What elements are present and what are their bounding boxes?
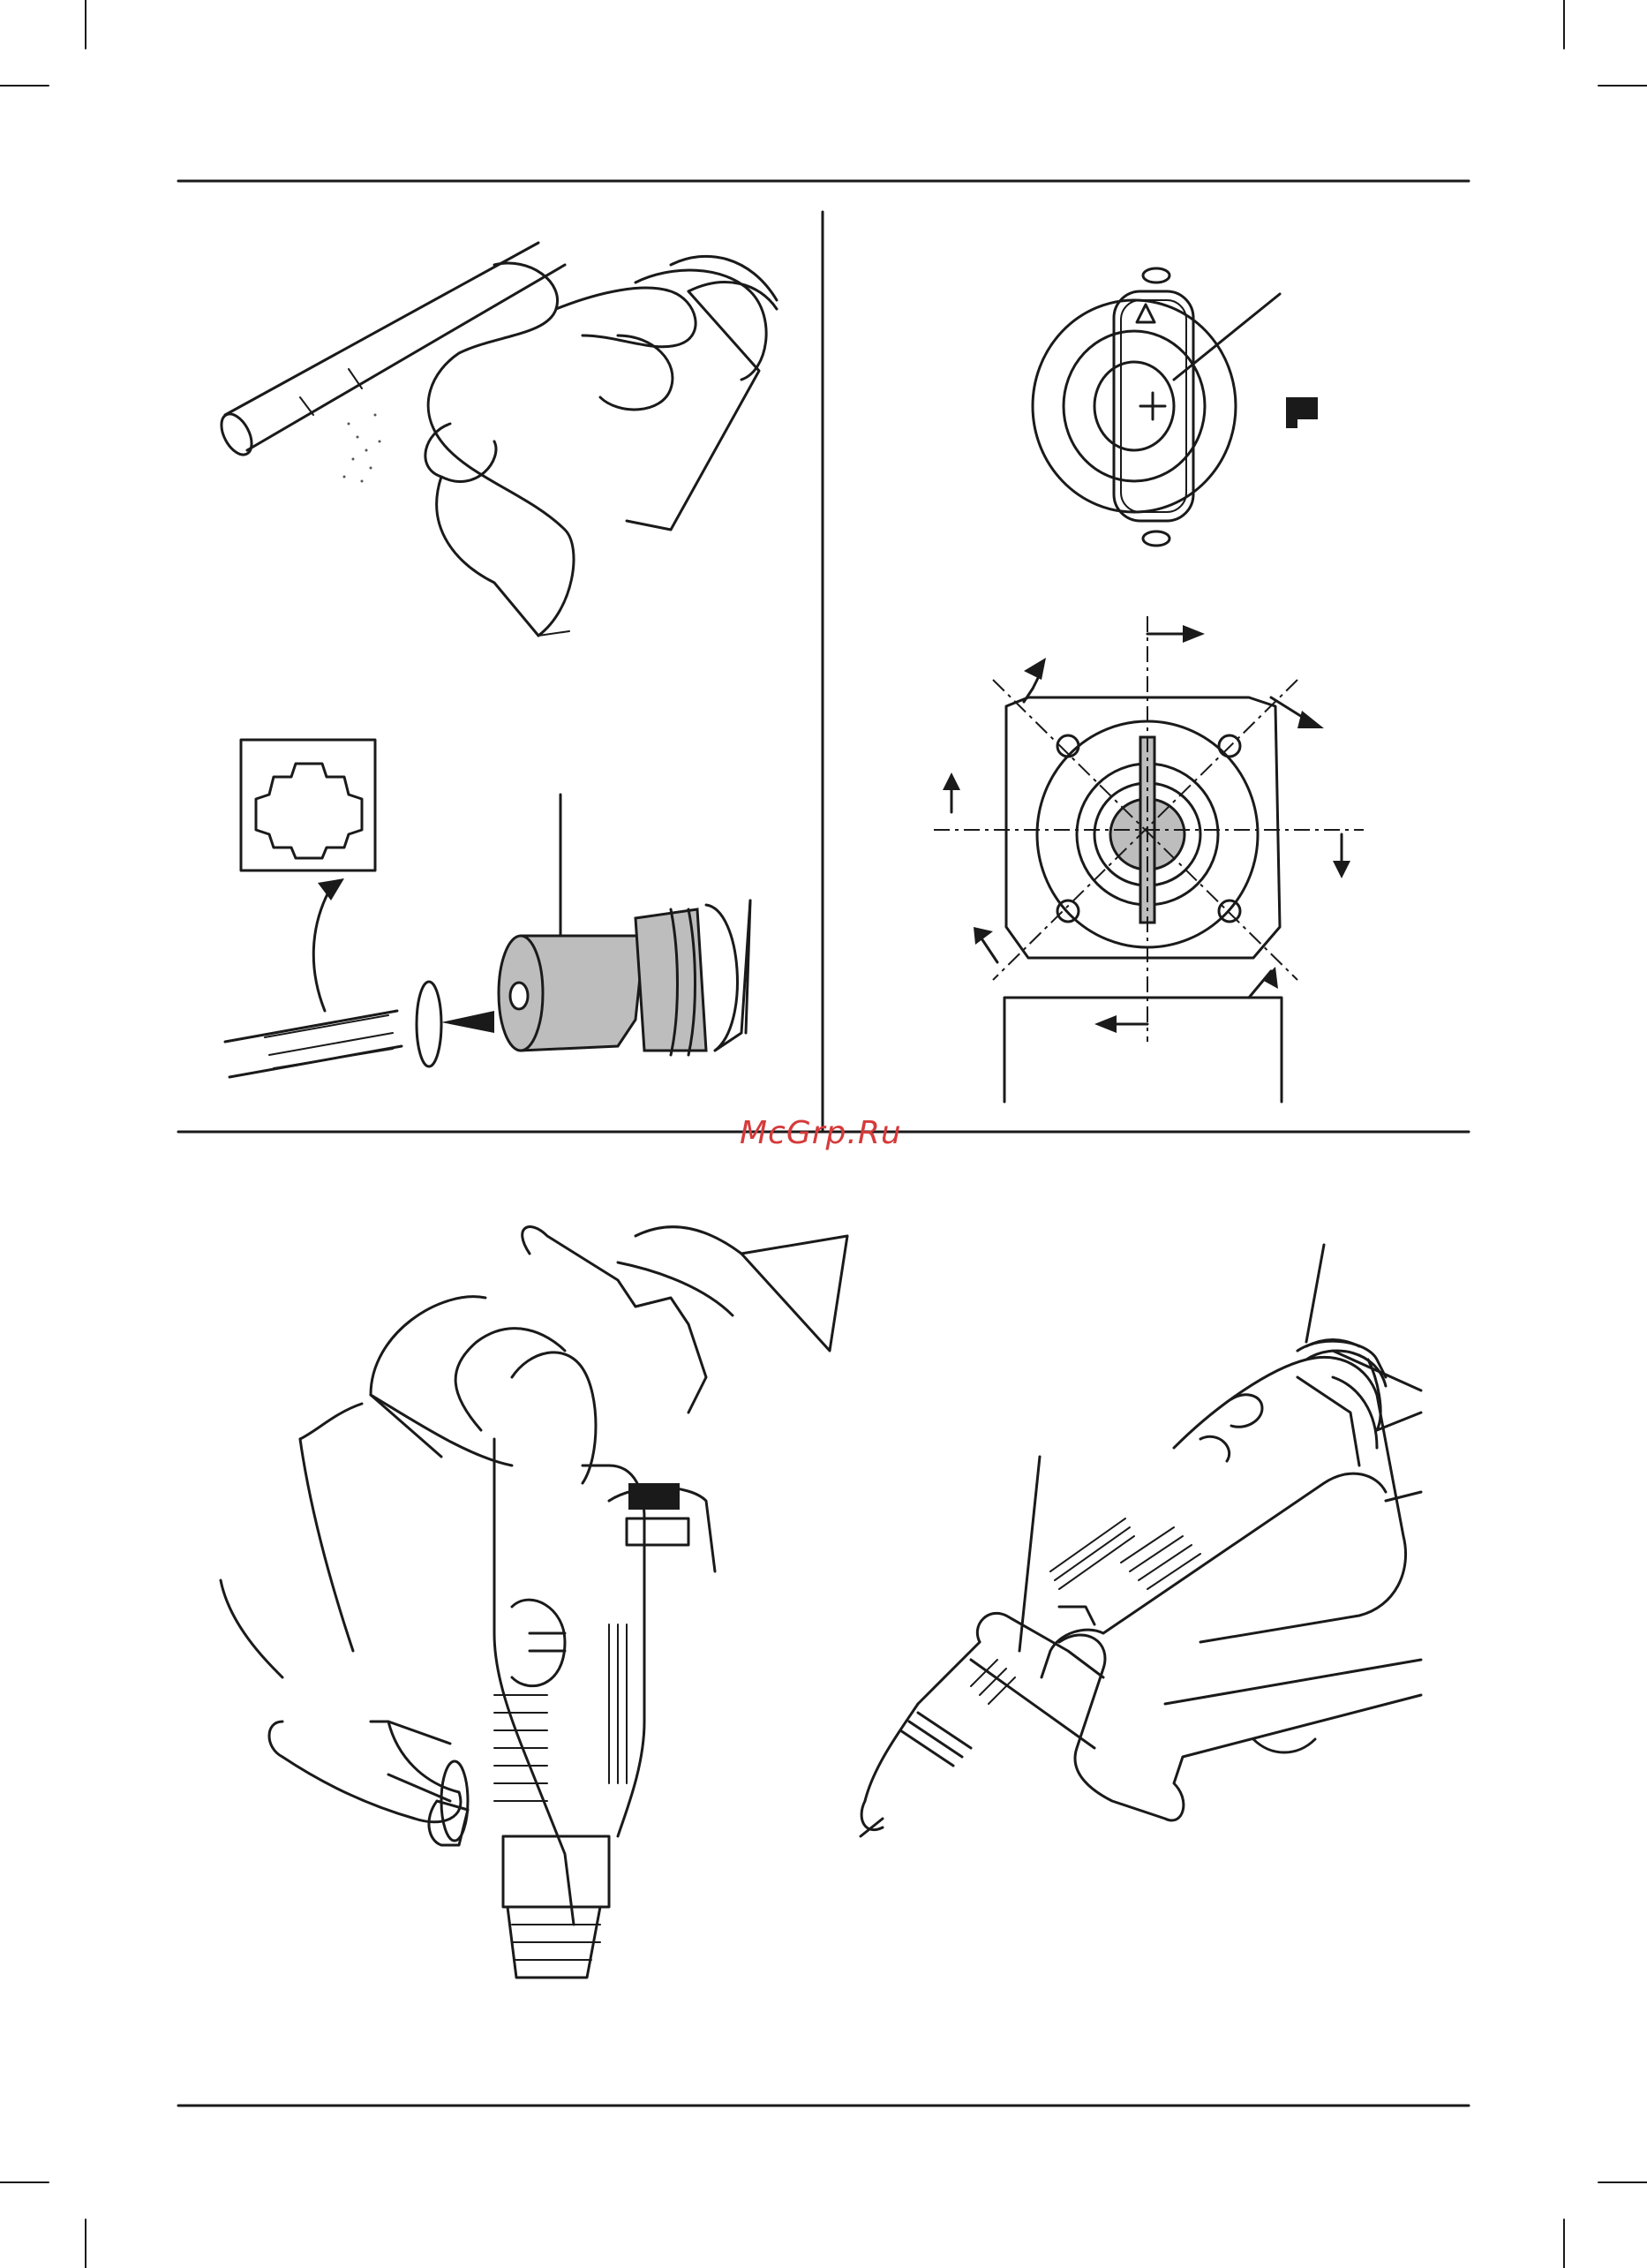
mode-selector-icon — [1033, 268, 1318, 546]
drill-vertical-grip-icon — [221, 1227, 847, 1978]
watermark-text: McGrp.Ru — [740, 1115, 902, 1151]
side-handle-rotation-icon — [934, 616, 1364, 1102]
hand-wiping-bit-icon — [215, 243, 777, 636]
chuck-insert-icon — [225, 740, 750, 1077]
drill-horizontal-grip-icon — [861, 1245, 1421, 1836]
